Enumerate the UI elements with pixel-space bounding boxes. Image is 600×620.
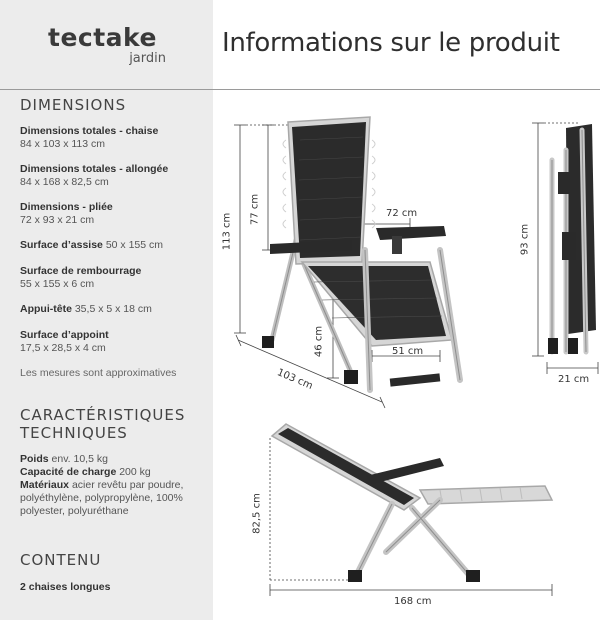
characteristics-list: Poids env. 10,5 kg Capacité de charge 20…	[20, 453, 210, 518]
load-label: Capacité de charge	[20, 466, 117, 478]
reclined-dimension-lines	[269, 438, 553, 596]
spec-label: Dimensions - pliée	[20, 201, 113, 213]
characteristics-heading-line1: CARACTÉRISTIQUES	[20, 406, 186, 424]
weight-value: env. 10,5 kg	[51, 453, 108, 465]
upright-chair-image	[234, 116, 463, 409]
measurement-note: Les mesures sont approximatives	[20, 367, 177, 379]
dimensions-heading: DIMENSIONS	[20, 96, 127, 114]
spec-label: Surface de rembourrage	[20, 265, 142, 277]
dim-seat-width: 51 cm	[392, 346, 424, 357]
spec-label: Appui-tête	[20, 303, 72, 315]
header-divider	[0, 89, 600, 90]
characteristics-heading-line2: TECHNIQUES	[20, 424, 128, 442]
folded-dimension-lines	[532, 122, 599, 374]
spec-seat: Surface d’assise 50 x 155 cm	[20, 239, 210, 252]
spec-label: Dimensions totales - allongée	[20, 163, 169, 175]
spec-value: 55 x 155 x 6 cm	[20, 278, 95, 290]
spec-value: 35,5 x 5 x 18 cm	[74, 303, 152, 315]
weight-label: Poids	[20, 453, 49, 465]
materials-label: Matériaux	[20, 479, 70, 491]
contents-value: 2 chaises longues	[20, 581, 111, 593]
spec-label: Dimensions totales - chaise	[20, 125, 159, 137]
spec-value: 50 x 155 cm	[105, 239, 164, 251]
load-value: 200 kg	[119, 466, 151, 478]
reclined-chair-image	[269, 423, 554, 596]
contents-heading: CONTENU	[20, 551, 102, 569]
spec-headrest: Appui-tête 35,5 x 5 x 18 cm	[20, 303, 210, 316]
spec-value: 72 x 93 x 21 cm	[20, 214, 95, 226]
dim-folded-height: 93 cm	[519, 223, 531, 256]
info-sidebar	[0, 0, 213, 620]
page-title: Informations sur le produit	[222, 28, 560, 58]
dim-seat-height: 46 cm	[313, 325, 325, 358]
brand-logo: tectake jardin	[48, 24, 168, 66]
spec-chair: Dimensions totales - chaise 84 x 103 x 1…	[20, 125, 210, 151]
dim-reclined-height: 82,5 cm	[251, 493, 263, 534]
spec-value: 17,5 x 28,5 x 4 cm	[20, 342, 106, 354]
dim-height-total: 113 cm	[221, 212, 233, 251]
brand-name: tectake	[48, 23, 157, 52]
spec-reclined: Dimensions totales - allongée 84 x 168 x…	[20, 163, 210, 189]
characteristics-heading: CARACTÉRISTIQUES TECHNIQUES	[20, 406, 185, 442]
spec-side-table: Surface d’appoint 17,5 x 28,5 x 4 cm	[20, 329, 210, 355]
spec-value: 84 x 168 x 82,5 cm	[20, 176, 109, 188]
spec-label: Surface d’appoint	[20, 329, 109, 341]
folded-chair-image	[532, 122, 599, 374]
spec-padding: Surface de rembourrage 55 x 155 x 6 cm	[20, 265, 210, 291]
spec-folded: Dimensions - pliée 72 x 93 x 21 cm	[20, 201, 210, 227]
dim-folded-depth: 21 cm	[558, 374, 590, 385]
dim-armrest-width: 72 cm	[386, 208, 418, 219]
dim-reclined-length: 168 cm	[394, 596, 432, 607]
spec-label: Surface d’assise	[20, 239, 103, 251]
brand-subline: jardin	[129, 51, 166, 66]
dim-height-back: 77 cm	[249, 193, 261, 226]
materials-value: acier revêtu par poudre, polyéthylène, p…	[20, 479, 184, 517]
spec-value: 84 x 103 x 113 cm	[20, 138, 106, 150]
